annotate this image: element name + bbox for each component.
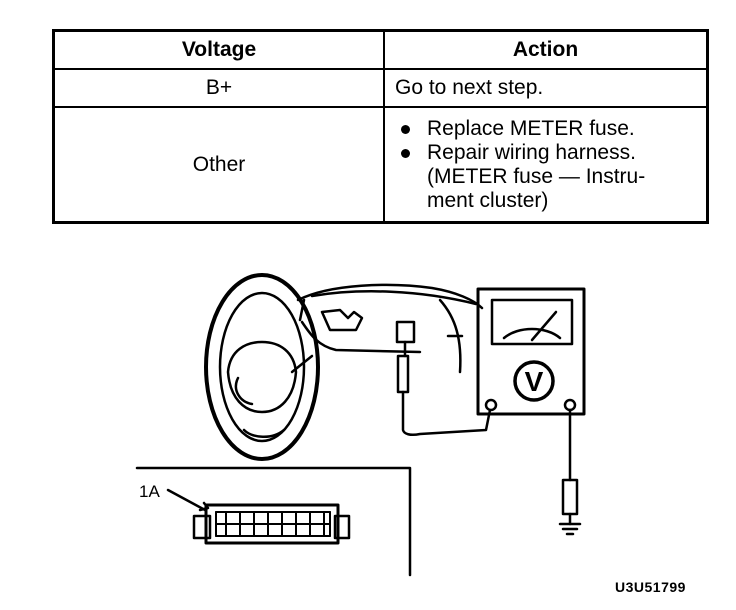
voltage-cell: B+ xyxy=(55,70,385,106)
meter-symbol: V xyxy=(525,366,544,397)
action-cell: Go to next step. xyxy=(395,76,544,99)
action-cell: Replace METER fuse. Repair wiring harnes… xyxy=(385,108,706,221)
spec-table: Voltage Action B+ Go to next step. Other… xyxy=(52,29,709,224)
table-row: Other Replace METER fuse. Repair wiring … xyxy=(55,108,706,221)
connector-panel-outline xyxy=(135,466,412,577)
header-action: Action xyxy=(512,38,579,61)
figure-code: U3U51799 xyxy=(615,579,686,595)
connector-label: 1A xyxy=(139,482,160,501)
table-row: B+ Go to next step. xyxy=(55,70,706,108)
test-probe-upper xyxy=(395,320,492,437)
voltage-cell: Other xyxy=(55,108,385,221)
connector-1a-illustration xyxy=(166,488,351,545)
dashboard-illustration xyxy=(296,283,484,374)
steering-wheel-illustration xyxy=(204,273,320,461)
action-item: Replace METER fuse. xyxy=(395,117,645,141)
action-list: Replace METER fuse. Repair wiring harnes… xyxy=(395,117,645,213)
table-header-row: Voltage Action xyxy=(55,32,706,70)
test-probe-ground xyxy=(558,408,582,536)
action-item: Repair wiring harness. xyxy=(395,141,645,165)
action-item-continued: ment cluster) xyxy=(427,188,549,212)
action-item-continued: (METER fuse — Instru- xyxy=(427,164,646,188)
header-voltage: Voltage xyxy=(55,32,385,68)
